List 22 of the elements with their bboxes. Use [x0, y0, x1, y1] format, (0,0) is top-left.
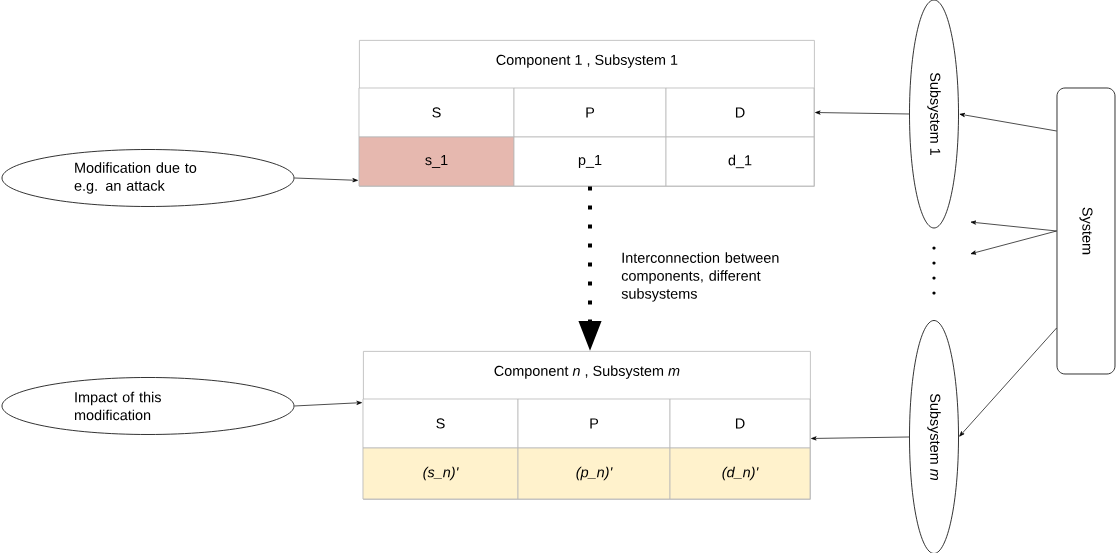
arrow	[815, 110, 910, 115]
table-cell: S	[362, 398, 519, 449]
table-cell: d_1	[665, 136, 815, 187]
table-cell: (s_n)'	[362, 447, 519, 500]
table-cell: P	[513, 87, 667, 138]
table-cell: (d_n)'	[669, 447, 811, 500]
table-cell: s_1	[358, 136, 515, 187]
arrow	[294, 177, 358, 183]
edge-label: Interconnection between components, different subsystems	[621, 252, 779, 302]
table-cell: D	[669, 398, 811, 449]
table-cell: P	[517, 398, 671, 449]
table-cell: S	[358, 87, 515, 138]
arrow	[970, 220, 1057, 232]
arrow	[959, 112, 1057, 132]
arrow	[970, 230, 1057, 255]
table-cell: D	[665, 87, 815, 138]
arrow	[959, 327, 1057, 437]
arrow	[294, 400, 362, 407]
arrow	[811, 436, 910, 441]
table-cell: p_1	[513, 136, 667, 187]
table-cell: (p_n)'	[517, 447, 671, 500]
rounded-box: System	[1056, 87, 1116, 375]
